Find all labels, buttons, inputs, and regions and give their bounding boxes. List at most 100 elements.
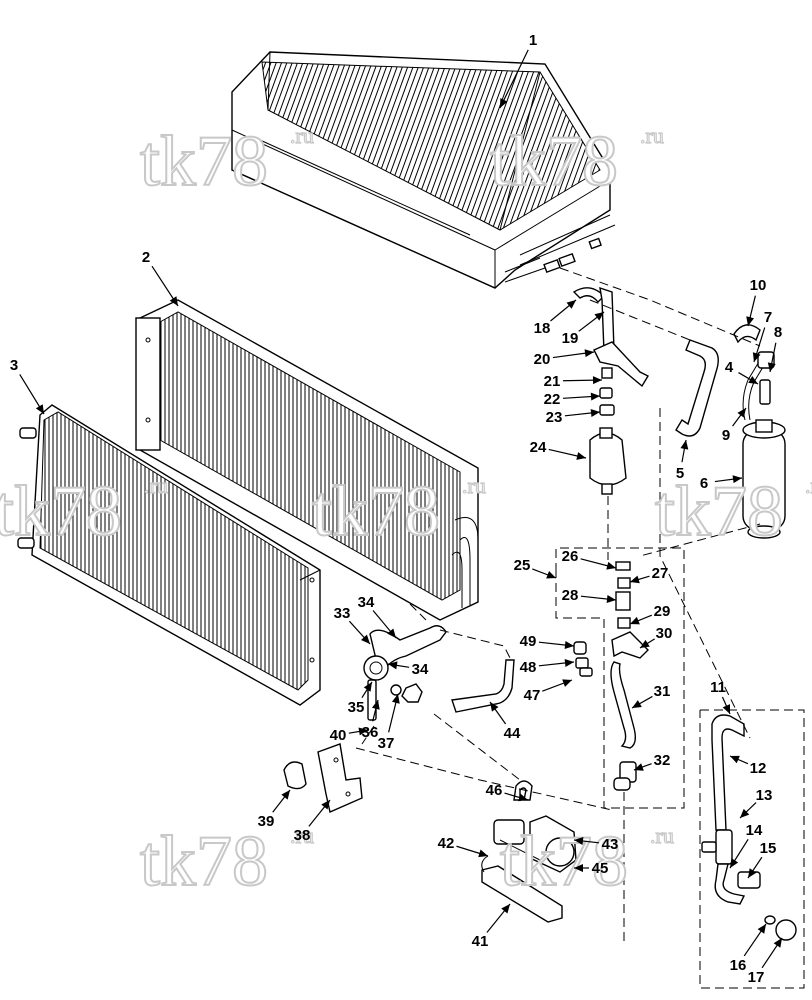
leader-arrowhead (574, 837, 584, 845)
callout-12: 12 (750, 760, 767, 777)
callout-48: 48 (520, 659, 537, 676)
leader-arrowhead (360, 634, 370, 644)
callout-4: 4 (725, 359, 734, 376)
watermark-suffix: .ru (144, 473, 168, 498)
callout-3: 3 (10, 357, 18, 374)
leader-arrowhead (722, 704, 730, 714)
callout-29: 29 (654, 603, 671, 620)
leader-arrowhead (592, 376, 602, 385)
callout-6: 6 (700, 475, 708, 492)
callout-41: 41 (472, 933, 489, 950)
evaporator-pipe-stubs (504, 214, 616, 283)
leader-line (499, 49, 529, 109)
callout-36: 36 (362, 724, 379, 741)
callout-17: 17 (748, 969, 765, 986)
callout-27: 27 (652, 565, 669, 582)
callout-34b: 34 (412, 661, 429, 678)
callout-32: 32 (654, 752, 671, 769)
leader-arrowhead (606, 595, 616, 604)
service-valves-47-49 (573, 641, 593, 677)
callout-9: 9 (722, 427, 730, 444)
callout-28: 28 (562, 587, 579, 604)
leader-arrowhead (566, 300, 576, 309)
condenser-front (17, 404, 321, 706)
watermark-text: tk78 (140, 821, 268, 901)
leader-arrowhead (746, 316, 755, 326)
receiver-drier (742, 351, 786, 539)
leader-arrowhead (630, 575, 640, 584)
leader-arrowhead (388, 661, 398, 670)
watermark-text: tk78 (490, 121, 618, 201)
leader-arrowhead (773, 938, 782, 948)
leader-arrowhead (632, 700, 642, 708)
watermark-layer: tk78.rutk78.rutk78.rutk78.rutk78.rutk78.… (0, 120, 812, 902)
leader-arrowhead (757, 924, 766, 934)
hose-44 (451, 659, 515, 713)
leader-arrowhead (490, 702, 499, 712)
filter-drier (589, 427, 627, 495)
callout-46: 46 (486, 782, 503, 799)
grommet (733, 324, 761, 344)
leader-arrowhead (730, 755, 740, 764)
leader-arrowhead (478, 849, 488, 858)
watermark-suffix: .ru (290, 123, 314, 148)
callout-33a: 33 (334, 605, 351, 622)
leader-arrowhead (281, 790, 290, 800)
callout-35: 35 (348, 699, 365, 716)
leader-arrowhead (630, 616, 640, 625)
leader-arrowhead (584, 349, 594, 358)
leader-arrowhead (737, 408, 746, 418)
compressor-fittings (363, 625, 447, 721)
leader-arrowhead (606, 561, 616, 570)
leader-arrowhead (680, 440, 689, 450)
assembly-box-11 (699, 709, 805, 989)
leader-arrowhead (562, 679, 572, 687)
watermark-text: tk78 (312, 471, 440, 551)
connection-lines (355, 267, 761, 942)
callout-8: 8 (774, 324, 782, 341)
leader-arrowhead (35, 404, 44, 414)
callout-1: 1 (529, 32, 537, 49)
leader-arrowhead (546, 571, 556, 579)
leader-arrowhead (730, 858, 739, 868)
evaporator-housing (231, 51, 616, 289)
callout-39: 39 (258, 813, 275, 830)
callout-13: 13 (756, 787, 773, 804)
callout-22: 22 (544, 391, 561, 408)
leader-arrowhead (358, 727, 368, 736)
leader-arrowhead (576, 452, 586, 460)
clamp-39 (283, 761, 307, 790)
watermark-suffix: .ru (650, 823, 674, 848)
leader-arrowhead (748, 868, 757, 878)
callout-42: 42 (438, 835, 455, 852)
callout-25: 25 (514, 557, 531, 574)
leader-arrowhead (752, 352, 761, 362)
pressure-switch-group (481, 780, 577, 923)
service-line-assembly (701, 714, 797, 941)
leader-arrowhead (371, 700, 380, 710)
leader-arrowhead (564, 641, 574, 650)
callout-30: 30 (656, 625, 673, 642)
callout-7: 7 (764, 309, 772, 326)
callout-16: 16 (730, 957, 747, 974)
watermark-suffix: .ru (290, 823, 314, 848)
leader-arrowhead (590, 392, 600, 401)
leader-arrowhead (321, 800, 330, 810)
condenser-core (135, 299, 479, 621)
leader-arrowhead (500, 98, 508, 108)
callout-11: 11 (710, 679, 726, 696)
leader-arrowhead (634, 763, 644, 771)
leader-arrowhead (501, 904, 510, 914)
callout-2: 2 (142, 249, 150, 266)
leader-arrowhead (387, 628, 396, 638)
leader-arrowhead (518, 793, 528, 802)
callout-21: 21 (544, 373, 561, 390)
watermark-text: tk78 (0, 471, 122, 551)
callout-49: 49 (520, 633, 537, 650)
watermark-text: tk78 (140, 121, 268, 201)
leader-arrowhead (740, 808, 750, 818)
callout-5: 5 (676, 465, 684, 482)
callout-31: 31 (654, 683, 671, 700)
